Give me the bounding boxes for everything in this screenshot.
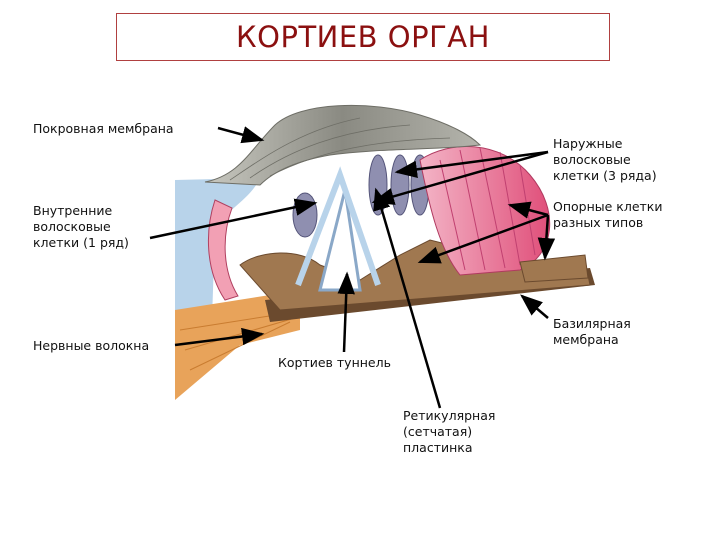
label-basilar-membrane: Базилярная мембрана (553, 316, 631, 347)
outer-hair-cell-2 (390, 154, 410, 216)
arrow-inner-hair (149, 198, 318, 240)
arrow-reticular (373, 187, 442, 409)
arrow-support-2 (417, 213, 549, 264)
label-corti-tunnel: Кортиев туннель (278, 355, 391, 370)
claudius-cells-shape (519, 254, 589, 283)
tectorial-membrane-shape (204, 104, 482, 186)
title-box: КОРТИЕВ ОРГАН (116, 13, 610, 61)
page-title: КОРТИЕВ ОРГАН (236, 20, 490, 54)
label-inner-hair-cells: Внутренние волосковые клетки (1 ряд) (33, 203, 129, 250)
arrow-outer-hair-2 (371, 150, 549, 205)
limbus-region (175, 178, 260, 325)
label-outer-hair-cells: Наружные волосковые клетки (3 ряда) (553, 136, 657, 183)
outer-hair-cell-1 (368, 154, 388, 216)
inner-hair-cell-shape (292, 192, 318, 238)
arrow-support-1 (507, 201, 549, 219)
label-reticular-lamina: Ретикулярная (сетчатая) пластинка (403, 408, 496, 455)
arrow-tectorial (217, 126, 265, 144)
arrow-tunnel (337, 271, 355, 353)
arrow-basilar (520, 294, 549, 319)
arrow-outer-hair (394, 150, 549, 179)
arrow-nerve (174, 327, 265, 347)
label-tectorial-membrane: Покровная мембрана (33, 121, 174, 136)
nerve-fibers-shape (175, 295, 300, 400)
label-supporting-cells: Опорные клетки разных типов (553, 199, 663, 230)
arrow-support-3 (537, 214, 556, 261)
label-nerve-fibers: Нервные волокна (33, 338, 150, 353)
